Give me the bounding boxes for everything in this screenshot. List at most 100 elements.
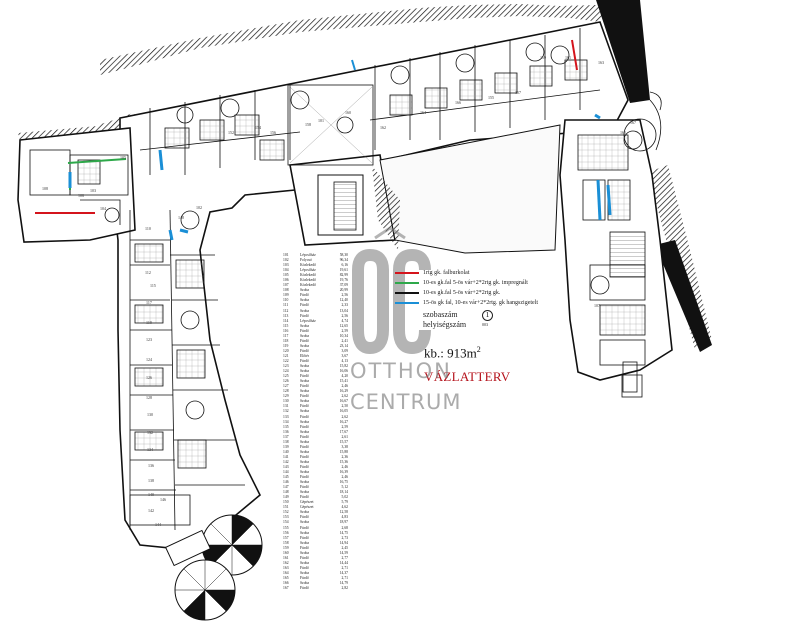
left-wing-rooms [129,209,245,531]
schedule-area: 2,33 [341,303,348,308]
schedule-area: 15,57 [339,439,348,444]
schedule-name: Szoba [300,429,310,434]
room-number-label: 160 [345,110,351,115]
schedule-number: 161 [283,555,289,560]
schedule-area: 2,71 [341,576,348,580]
schedule-area: 3,67 [341,353,348,358]
schedule-name: Fürdő [300,525,309,530]
schedule-number: 138 [283,439,289,444]
schedule-name: Szoba [300,288,310,293]
schedule-area: 16,29 [339,389,348,394]
schedule-name: Fürdő [300,434,309,439]
area-label: kb.: 913m2 [424,345,481,361]
schedule-area: 18,14 [339,490,348,495]
schedule-area: 20,99 [339,288,348,293]
room-number-label: 162 [380,125,386,130]
schedule-number: 151 [283,505,289,510]
schedule-area: 5,79 [341,500,348,505]
schedule-name: Lépcsőház [300,253,316,257]
schedule-area: 58,30 [339,253,348,257]
schedule-number: 124 [283,369,289,374]
schedule-area: 6,16 [341,263,348,268]
schedule-area: 16,75 [339,480,348,485]
schedule-number: 117 [283,333,289,338]
schedule-name: Fürdő [300,313,309,318]
schedule-number: 121 [283,353,289,358]
schedule-name: Szoba [300,343,310,348]
legend-swatch-black [395,292,419,294]
schedule-name: Fürdő [300,545,309,550]
schedule-number: 120 [283,348,289,353]
schedule-name: Fürdő [300,464,309,469]
room-number-label: 158 [305,122,311,127]
schedule-number: 166 [283,581,289,586]
schedule-number: 159 [283,545,289,550]
schedule-number: 102 [283,258,289,263]
schedule-area: 10,34 [339,333,348,338]
room-number-label: 104 [100,206,106,211]
schedule-area: 2,68 [341,525,348,530]
room-number-circle: 1 [482,310,493,321]
schedule-area: 15,36 [339,459,348,464]
schedule-number: 147 [283,485,289,490]
schedule-number: 128 [283,389,289,394]
schedule-number: 107 [283,283,289,288]
schedule-name: Fürdő [300,414,309,419]
area-unit: 2 [476,345,481,354]
schedule-name: Szoba [300,364,310,369]
partition-colored-lines [35,39,612,241]
schedule-area: 5,02 [341,495,348,500]
watermark-monogram [352,226,431,355]
schedule-name: Fürdő [300,394,309,399]
schedule-number: 142 [283,459,289,464]
schedule-area: 2,71 [341,565,348,570]
schedule-number: 104 [283,268,289,273]
schedule-area: 2,46 [341,475,348,480]
room-number-label: 155 [488,95,494,100]
room-number-label: 103 [90,188,96,193]
schedule-area: 2,82 [341,586,348,591]
legend-label: 1rtg gk. falburkolat [423,270,470,276]
schedule-name: Gépészet [300,500,314,505]
legend-swatch-blue [395,302,419,304]
schedule-name: Előtér [300,353,310,358]
schedule-number: 122 [283,358,289,363]
legend-row: 1rtg gk. falburkolat [395,268,575,278]
legend-label: 10-es gk.fal 5-ös vár+2*2rtg gk. [423,290,501,296]
schedule-name: Lépcsőház [300,268,316,273]
schedule-area: 13,04 [339,308,348,313]
schedule-name: Szoba [300,369,310,374]
schedule-number: 145 [283,475,289,480]
schedule-number: 115 [283,323,289,328]
area-text: kb.: 913m [424,345,477,361]
room-number-label: 119 [146,320,152,325]
schedule-area: 12,58 [339,510,348,515]
schedule-number: 167 [283,586,289,591]
schedule-area: 18,97 [339,520,348,525]
schedule-name: Fürdő [300,515,309,520]
legend-label: 10-es gk.fal 5-ös vár+2*2rtg gk. impregn… [423,280,528,286]
room-number-label: 154 [255,125,261,130]
schedule-area: 2,41 [341,338,348,343]
schedule-area: 16,39 [339,470,348,475]
